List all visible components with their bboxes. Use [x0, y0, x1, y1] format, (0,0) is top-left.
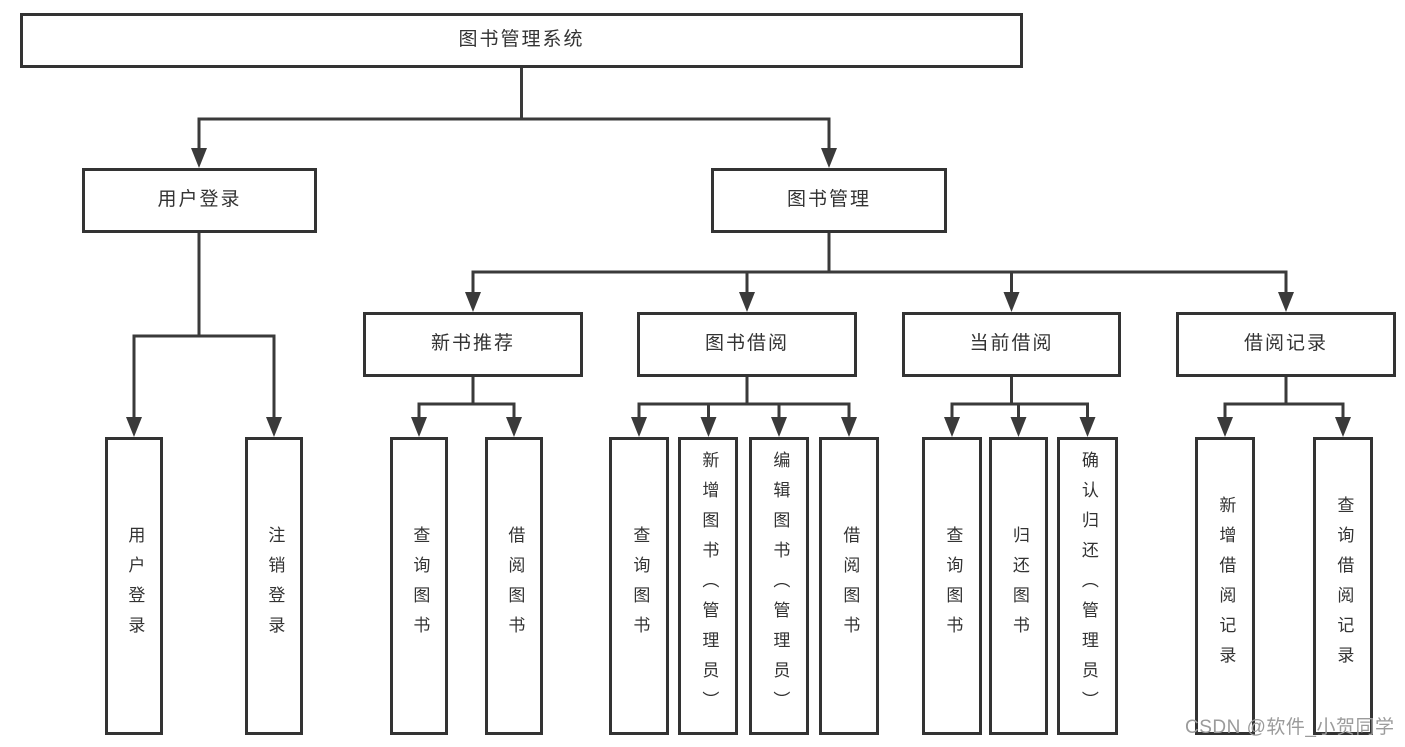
csdn-watermark: CSDN @软件_小贺同学: [1185, 717, 1395, 738]
leaf-return-books: 归还图书: [989, 437, 1048, 735]
leaf-query-books-recommend: 查询图书: [390, 437, 448, 735]
leaf-borrow-books-recommend-label: 借阅图书: [505, 526, 525, 646]
leaf-borrow-books: 借阅图书: [819, 437, 879, 735]
node-book-borrowing: 图书借阅: [637, 312, 857, 377]
leaf-query-borrow-record: 查询借阅记录: [1313, 437, 1373, 735]
leaf-query-books-current: 查询图书: [922, 437, 982, 735]
arrowheads: [126, 148, 1351, 437]
leaf-edit-books-admin: 编辑图书（管理员）: [749, 437, 809, 735]
leaf-query-borrow-record-label: 查询借阅记录: [1334, 496, 1354, 676]
node-user-login: 用户登录: [82, 168, 317, 233]
leaf-add-books-admin-label: 新增图书（管理员）: [699, 451, 719, 721]
leaf-add-borrow-record-label: 新增借阅记录: [1216, 496, 1236, 676]
leaf-logout-label: 注销登录: [265, 526, 285, 646]
node-book-management: 图书管理: [711, 168, 947, 233]
leaf-confirm-return-admin-label: 确认归还（管理员）: [1078, 451, 1098, 721]
leaf-borrow-books-recommend: 借阅图书: [485, 437, 543, 735]
leaf-edit-books-admin-label: 编辑图书（管理员）: [770, 451, 790, 721]
leaf-query-books-current-label: 查询图书: [943, 526, 963, 646]
node-borrowing-records: 借阅记录: [1176, 312, 1396, 377]
leaf-add-books-admin: 新增图书（管理员）: [678, 437, 738, 735]
leaf-add-borrow-record: 新增借阅记录: [1195, 437, 1255, 735]
leaf-user-login-label: 用户登录: [125, 526, 145, 646]
leaf-confirm-return-admin: 确认归还（管理员）: [1057, 437, 1118, 735]
node-root-library-management-system: 图书管理系统: [20, 13, 1023, 68]
node-new-book-recommend: 新书推荐: [363, 312, 583, 377]
leaf-query-books-borrowing: 查询图书: [609, 437, 669, 735]
leaf-user-login: 用户登录: [105, 437, 163, 735]
node-current-borrowing: 当前借阅: [902, 312, 1121, 377]
leaf-query-books-borrowing-label: 查询图书: [630, 526, 650, 646]
leaf-return-books-label: 归还图书: [1009, 526, 1029, 646]
leaf-query-books-recommend-label: 查询图书: [410, 526, 430, 646]
leaf-logout: 注销登录: [245, 437, 303, 735]
leaf-borrow-books-label: 借阅图书: [840, 526, 860, 646]
